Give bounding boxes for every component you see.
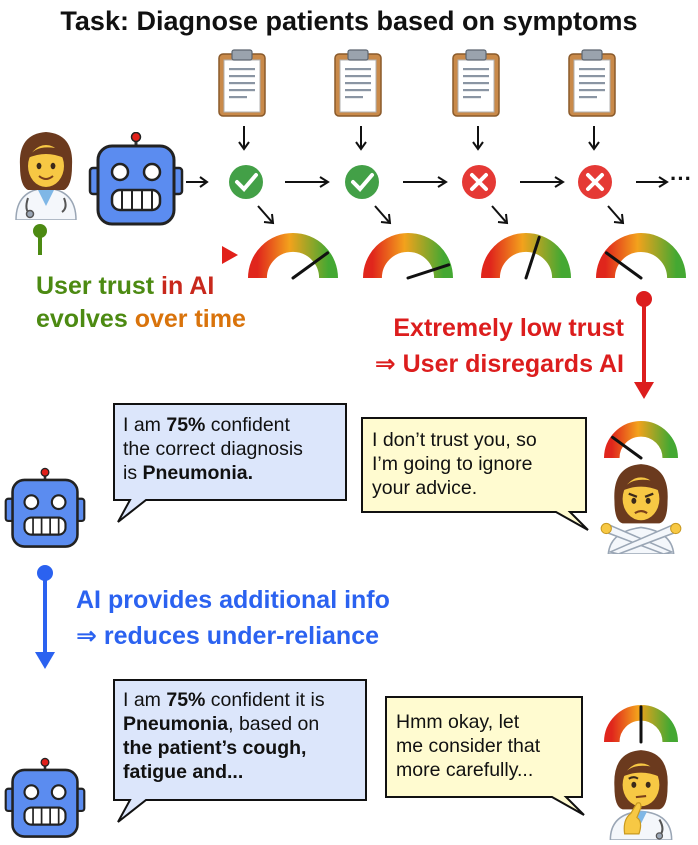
gauge-needle (604, 251, 643, 280)
trust-label-user-trust: User trust (36, 272, 155, 300)
ai-info-label: AI provides additional info ⇒ reduces un… (76, 582, 390, 654)
trust-gauge-icon (248, 233, 338, 279)
ai-speech-bubble (113, 679, 367, 823)
timeline-arrows (186, 176, 669, 188)
gauge-needle (611, 435, 643, 460)
user-speech-bubble (385, 696, 585, 816)
outcome-incorrect-icon (462, 165, 496, 199)
outcome-correct-icon (345, 165, 379, 199)
robot-icon (4, 467, 86, 548)
patient-clipboard-icon (334, 49, 382, 117)
ai-info-arrow (35, 565, 55, 669)
trust-gauge-icon (481, 233, 571, 279)
ai-speech-bubble (113, 403, 347, 523)
user-speech-bubble (361, 417, 589, 531)
trust-label-over-time: over time (134, 305, 246, 333)
user-refusing-icon (599, 462, 683, 554)
gauge-needle (524, 235, 541, 280)
trust-gauges (248, 233, 686, 744)
trust-gauge-icon (596, 233, 686, 279)
page-title: Task: Diagnose patients based on symptom… (60, 6, 638, 36)
patient-clipboard-icon (452, 49, 500, 117)
low-trust-line1: Extremely low trust (393, 314, 624, 342)
gauge-arrows (257, 205, 625, 225)
robot-icon (4, 757, 86, 838)
trust-gauge-icon (604, 421, 678, 459)
patient-clipboard-icon (568, 49, 616, 117)
clipboard-arrows (238, 126, 600, 151)
ai-info-line2: ⇒ reduces under-reliance (76, 622, 380, 650)
outcome-correct-icon (229, 165, 263, 199)
gauge-needle (406, 263, 451, 280)
low-trust-label: Extremely low trust ⇒ User disregards AI (375, 310, 624, 382)
ai-message-1: I am 75% confident the correct diagnosis… (123, 414, 303, 484)
robot-icon (88, 132, 184, 226)
trust-connector (33, 224, 238, 264)
user-message-2: Hmm okay, let me consider that more care… (396, 711, 541, 781)
user-message-1: I don’t trust you, so I’m going to ignor… (372, 429, 537, 499)
outcome-incorrect-icon (578, 165, 612, 199)
user-thinking-icon (609, 749, 673, 840)
timeline-ellipsis: ··· (670, 166, 692, 191)
low-trust-arrow (634, 291, 654, 399)
ai-info-line1: AI provides additional info (76, 586, 390, 614)
low-trust-line2: ⇒ User disregards AI (374, 350, 624, 378)
trust-label-in-ai: in AI (154, 272, 215, 300)
gauge-needle (291, 251, 330, 280)
trust-evolves-label: User trust in AI evolves over time (36, 270, 246, 336)
patient-clipboard-icon (218, 49, 266, 117)
ai-message-2: I am 75% confident it is Pneumonia, base… (123, 689, 325, 783)
trust-gauge-icon (363, 233, 453, 279)
trust-label-evolves: evolves (36, 305, 135, 333)
doctor-icon (15, 131, 77, 220)
